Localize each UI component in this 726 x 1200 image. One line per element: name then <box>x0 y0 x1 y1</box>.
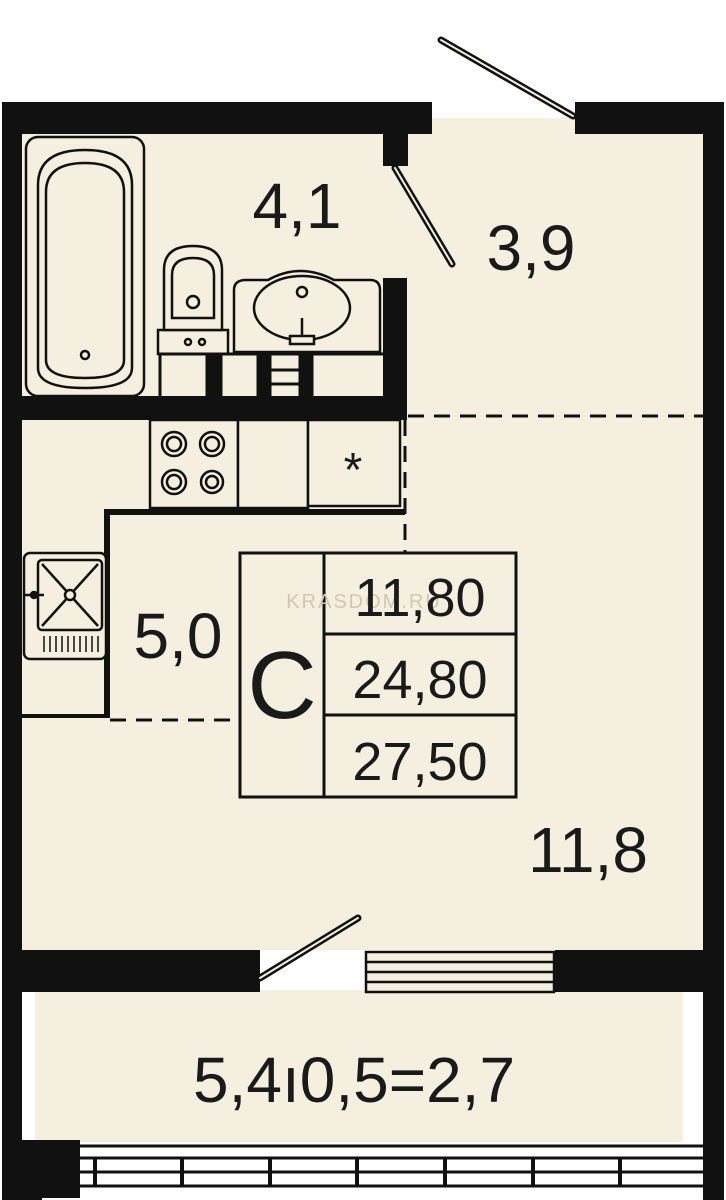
watermark: KRASDOM.RU <box>286 591 442 613</box>
entrance-door-inner <box>440 39 574 117</box>
bathtub-icon <box>24 135 146 398</box>
fridge-symbol: * <box>344 444 363 497</box>
toilet-icon <box>156 244 230 356</box>
stove-icon <box>148 418 240 510</box>
bathroom-cabinet <box>158 352 388 400</box>
living-room-area-label: 11,8 <box>528 814 648 886</box>
bathroom-area-label: 4,1 <box>253 170 342 242</box>
balcony-area-label: 5,4ı0,5=2,7 <box>193 1044 515 1116</box>
fridge-icon: * <box>306 418 402 508</box>
bathroom-door-inner <box>394 167 453 265</box>
living-area-value: 11,80 <box>354 568 485 628</box>
area-summary-table <box>238 551 518 799</box>
balcony-door-inner <box>259 917 359 979</box>
kitchen-area-label: 5,0 <box>134 600 223 672</box>
kitchen-sink-icon <box>22 551 108 661</box>
apartment-type-letter: С <box>247 632 316 739</box>
walls <box>2 102 724 1200</box>
balcony-railing <box>35 1144 703 1188</box>
floor-balcony <box>35 990 683 1142</box>
hallway-area-label: 3,9 <box>487 212 576 284</box>
sink-icon <box>232 269 382 354</box>
total-area-value: 24,80 <box>352 650 487 710</box>
kitchen-counter <box>236 418 310 510</box>
window <box>364 950 556 994</box>
total-with-balcony-value: 27,50 <box>352 732 487 792</box>
